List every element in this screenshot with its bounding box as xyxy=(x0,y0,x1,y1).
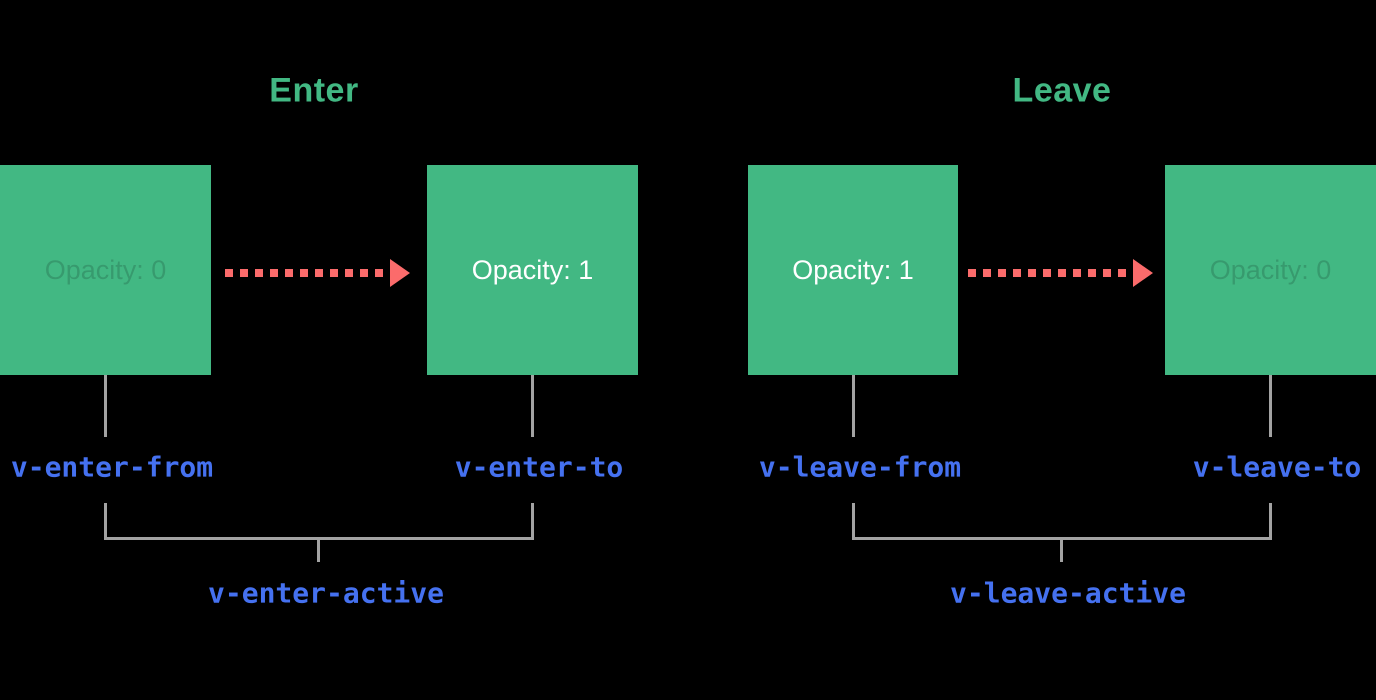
enter-arrow-dashed-line xyxy=(225,269,390,277)
enter-from-class-label: v-enter-from xyxy=(10,450,214,484)
leave-to-connector-line xyxy=(1269,375,1272,437)
enter-bracket-bar xyxy=(104,537,534,540)
enter-from-box-opacity-text: Opacity: 0 xyxy=(44,254,167,285)
leave-bracket-right-stub xyxy=(1269,503,1272,537)
leave-to-box: Opacity: 0 xyxy=(1165,165,1376,375)
enter-bracket-drop-line xyxy=(317,540,320,562)
enter-active-class-label: v-enter-active xyxy=(207,576,445,610)
leave-bracket-bar xyxy=(852,537,1272,540)
leave-from-class-label: v-leave-from xyxy=(758,450,962,484)
leave-bracket-drop-line xyxy=(1060,540,1063,562)
leave-from-connector-line xyxy=(852,375,855,437)
leave-active-class-label: v-leave-active xyxy=(949,576,1187,610)
enter-from-box: Opacity: 0 xyxy=(0,165,211,375)
leave-bracket-left-stub xyxy=(852,503,855,537)
leave-to-box-opacity-text: Opacity: 0 xyxy=(1209,254,1332,285)
enter-to-connector-line xyxy=(531,375,534,437)
enter-to-box-opacity-text: Opacity: 1 xyxy=(471,254,594,285)
enter-bracket-left-stub xyxy=(104,503,107,537)
leave-section-title: Leave xyxy=(1012,71,1112,110)
leave-transition-arrow xyxy=(968,259,1153,287)
leave-arrowhead-icon xyxy=(1133,259,1153,287)
leave-to-class-label: v-leave-to xyxy=(1192,450,1362,484)
leave-arrow-dashed-line xyxy=(968,269,1133,277)
leave-from-box: Opacity: 1 xyxy=(748,165,958,375)
leave-from-box-opacity-text: Opacity: 1 xyxy=(792,254,914,285)
enter-arrowhead-icon xyxy=(390,259,410,287)
enter-transition-arrow xyxy=(225,259,410,287)
enter-section-title: Enter xyxy=(269,71,359,110)
enter-bracket-right-stub xyxy=(531,503,534,537)
enter-to-box: Opacity: 1 xyxy=(427,165,638,375)
enter-from-connector-line xyxy=(104,375,107,437)
enter-to-class-label: v-enter-to xyxy=(454,450,624,484)
